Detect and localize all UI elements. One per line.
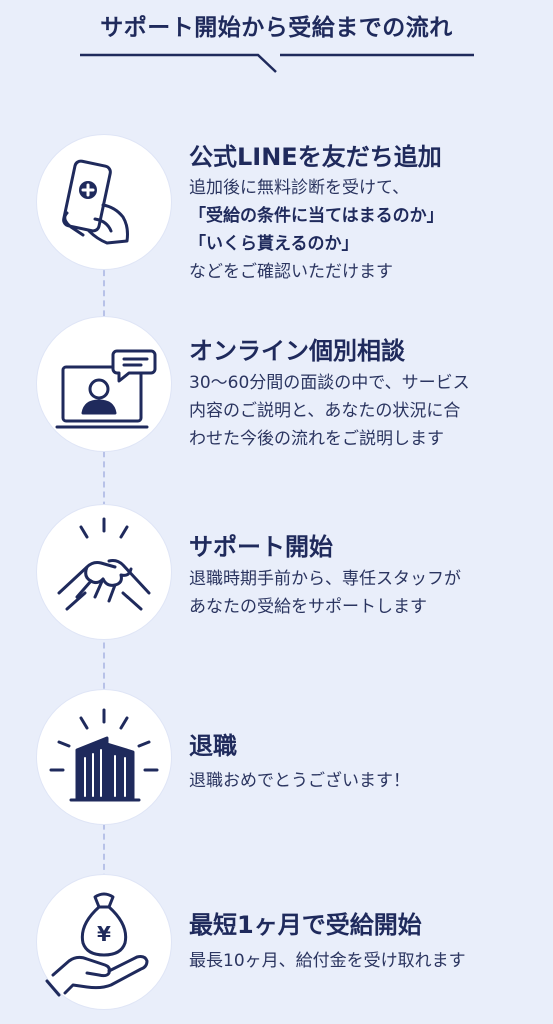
description-line: 最長10ヶ月、給付金を受け取れます <box>189 951 466 971</box>
page-title: サポート開始から受給までの流れ <box>100 15 453 41</box>
description-line: わせた今後の流れをご説明します <box>189 429 444 449</box>
step-description: 最長10ヶ月、給付金を受け取れます <box>189 947 539 975</box>
step-title: 退職 <box>189 732 237 760</box>
step-icon-circle <box>37 317 171 451</box>
step-icon-circle: ¥ <box>37 875 171 1009</box>
description-line: 退職おめでとうございます！ <box>189 771 410 791</box>
step-title: サポート開始 <box>189 533 333 561</box>
step-description: 退職おめでとうございます！ <box>189 767 539 795</box>
smartphone-hand-icon <box>62 159 129 245</box>
step-icon-circle <box>37 135 171 269</box>
step-description: 追加後に無料診断を受けて、 「受給の条件に当てはまるのか」 「いくら貰えるのか」… <box>189 174 539 286</box>
description-line: 退職時期手前から、専任スタッフが <box>189 569 461 589</box>
step-title: オンライン個別相談 <box>189 337 405 365</box>
step-title: 公式LINEを友だち追加 <box>189 143 442 171</box>
description-line-emphasis: 「いくら貰えるのか」 <box>189 234 359 254</box>
handshake-icon <box>57 517 151 611</box>
title-underline <box>80 53 474 73</box>
header: サポート開始から受給までの流れ <box>0 0 553 80</box>
step-icon-circle <box>37 690 171 824</box>
money-bag-hand-icon: ¥ <box>45 892 149 997</box>
step-description: 30〜60分間の面談の中で、サービス 内容のご説明と、あなたの状況に合 わせた今… <box>189 369 539 453</box>
step-description: 退職時期手前から、専任スタッフが あなたの受給をサポートします <box>189 565 539 621</box>
description-line: あなたの受給をサポートします <box>189 597 427 617</box>
step-title: 最短1ヶ月で受給開始 <box>189 911 422 939</box>
description-line: 30〜60分間の面談の中で、サービス <box>189 373 470 393</box>
description-line: 追加後に無料診断を受けて、 <box>189 178 410 198</box>
svg-text:¥: ¥ <box>97 922 111 946</box>
step-icon-circle <box>37 505 171 639</box>
description-line: などをご確認いただけます <box>189 262 393 282</box>
description-line: 内容のご説明と、あなたの状況に合 <box>189 401 461 421</box>
online-consultation-icon <box>55 349 157 429</box>
description-line-emphasis: 「受給の条件に当てはまるのか」 <box>189 206 444 226</box>
building-icon <box>49 708 159 802</box>
